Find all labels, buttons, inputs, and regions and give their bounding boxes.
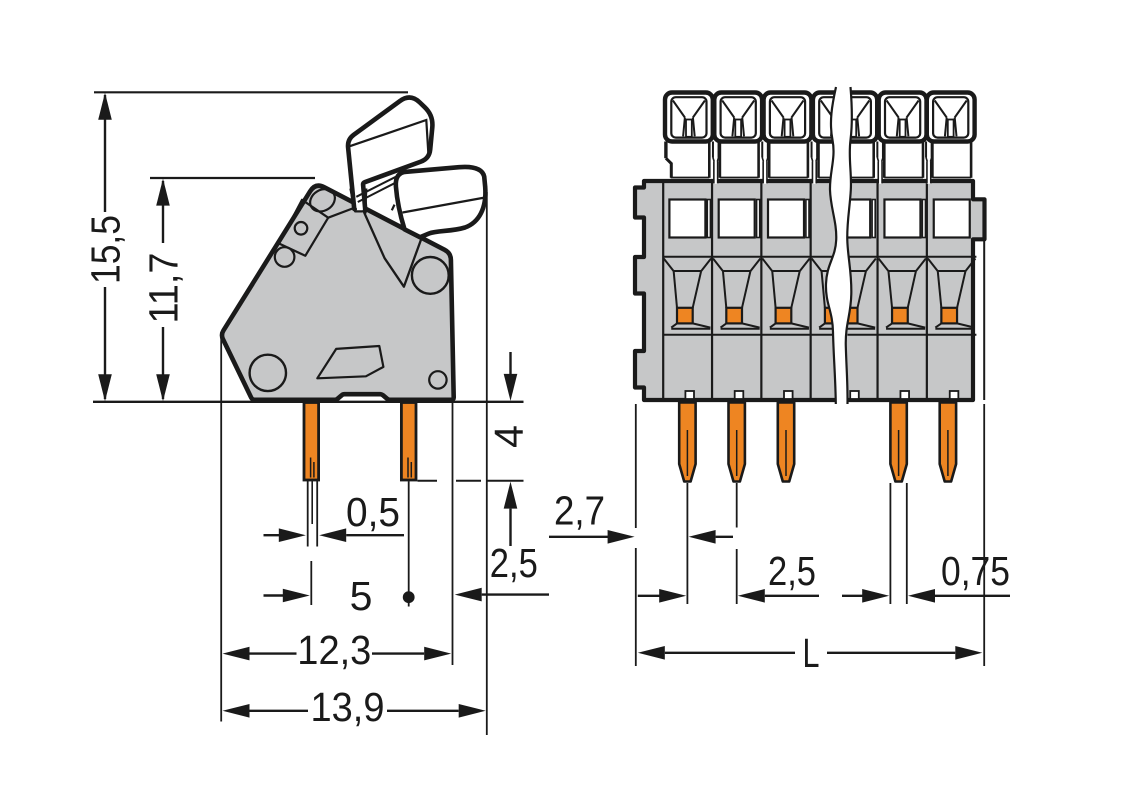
svg-text:2,5: 2,5 [768,548,816,594]
svg-text:11,7: 11,7 [141,253,187,324]
svg-text:2,5: 2,5 [490,540,538,586]
svg-text:13,9: 13,9 [311,684,385,730]
svg-text:5: 5 [350,573,373,619]
svg-text:L: L [803,630,820,676]
svg-text:12,3: 12,3 [297,627,371,673]
svg-text:4: 4 [486,425,532,448]
svg-text:15,5: 15,5 [83,215,129,284]
svg-text:0,5: 0,5 [346,489,400,535]
svg-text:0,75: 0,75 [941,548,1010,594]
svg-text:2,7: 2,7 [554,488,605,534]
